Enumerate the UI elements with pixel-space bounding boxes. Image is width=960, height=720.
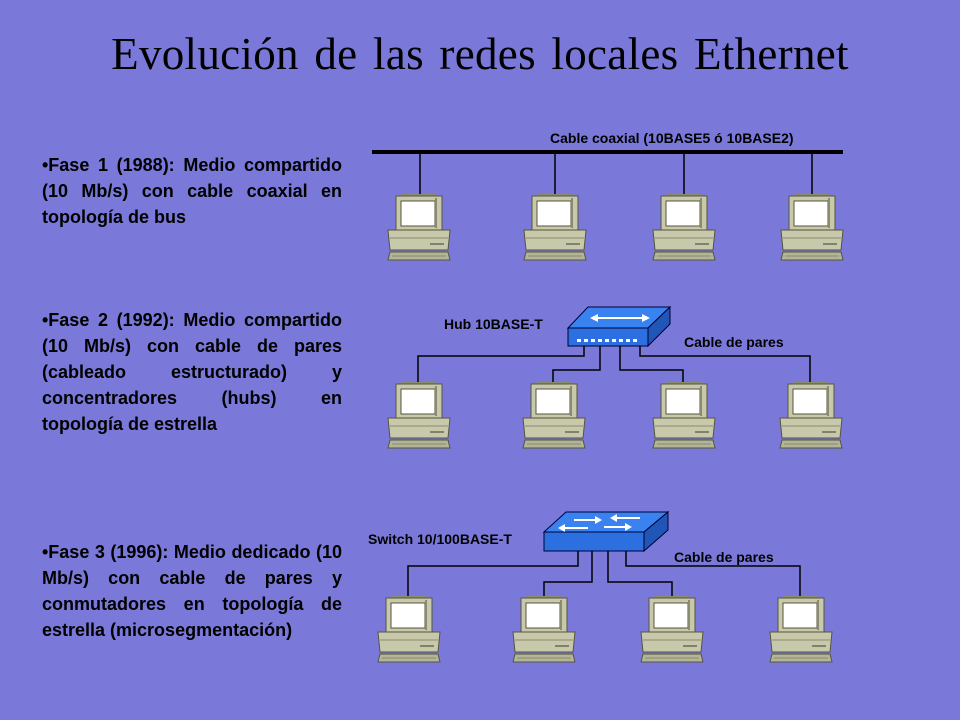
hub-label: Hub 10BASE-T xyxy=(444,316,543,332)
coax-cable-label: Cable coaxial (10BASE5 ó 10BASE2) xyxy=(550,130,794,146)
phase-1-text: •Fase 1 (1988): Medio compartido (10 Mb/… xyxy=(42,155,342,227)
computer-icon xyxy=(780,193,844,261)
computer-icon xyxy=(387,193,451,261)
computer-icon xyxy=(377,595,441,663)
phase-3-text: •Fase 3 (1996): Medio dedicado (10 Mb/s)… xyxy=(42,542,342,640)
computer-icon xyxy=(522,381,586,449)
hub-cable-label: Cable de pares xyxy=(684,334,784,350)
computer-icon xyxy=(652,381,716,449)
switch-label: Switch 10/100BASE-T xyxy=(368,531,512,547)
computer-icon xyxy=(387,381,451,449)
computer-icon xyxy=(640,595,704,663)
switch-cable-label: Cable de pares xyxy=(674,549,774,565)
hub-star-topology xyxy=(387,305,843,449)
page-title: Evolución de las redes locales Ethernet xyxy=(111,29,849,79)
computer-icon xyxy=(779,381,843,449)
bus-topology xyxy=(372,150,844,261)
switch-star-topology xyxy=(377,510,833,663)
phase-2-text: •Fase 2 (1992): Medio compartido (10 Mb/… xyxy=(42,310,342,434)
computer-icon xyxy=(523,193,587,261)
hub-icon xyxy=(566,305,672,348)
computer-icon xyxy=(512,595,576,663)
switch-icon xyxy=(542,510,670,553)
computer-icon xyxy=(769,595,833,663)
computer-icon xyxy=(652,193,716,261)
